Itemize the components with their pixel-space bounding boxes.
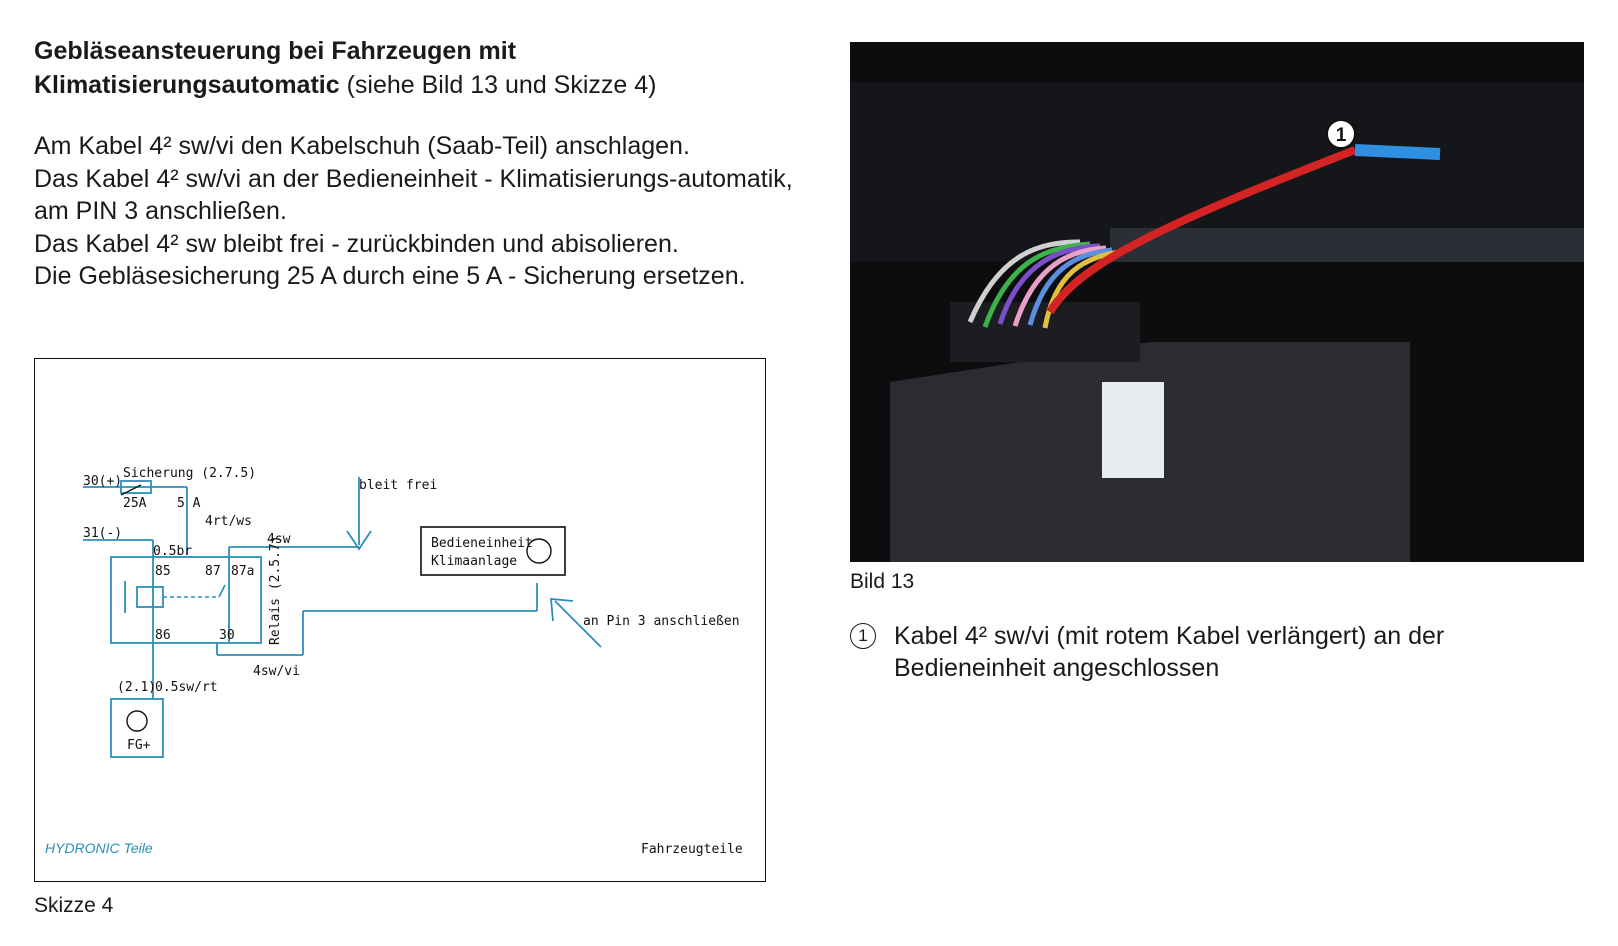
wiring-diagram-svg: 30(+) Sicherung (2.7.5) 25A 5 A 4rt/ws 3… <box>45 466 743 857</box>
label-pin-85: 85 <box>155 564 171 579</box>
instruction-line: Am Kabel 4² sw/vi den Kabelschuh (Saab-T… <box>34 132 690 160</box>
wiring-diagram: 30(+) Sicherung (2.7.5) 25A 5 A 4rt/ws 3… <box>34 358 766 882</box>
label-pin-87: 87 <box>205 564 221 579</box>
photo-caption: Bild 13 <box>850 570 915 593</box>
label-31-minus: 31(-) <box>83 526 122 541</box>
instruction-text: Am Kabel 4² sw/vi den Kabelschuh (Saab-T… <box>34 130 794 293</box>
label-30-plus: 30(+) <box>83 474 122 489</box>
label-fahrzeugteile: Fahrzeugteile <box>641 842 743 857</box>
relay-box <box>110 556 262 644</box>
photo-marker-circle <box>1326 119 1356 149</box>
label-wire-br: 0.5br <box>153 544 192 559</box>
section-heading-reference: (siehe Bild 13 und Skizze 4) <box>339 71 657 99</box>
label-unit-line2: Klimaanlage <box>431 554 517 569</box>
instruction-line: Das Kabel 4² sw/vi an der Bedieneinheit … <box>34 164 793 226</box>
photo-red-wire <box>1046 146 1357 315</box>
arrow-pin3-head <box>550 598 574 622</box>
relay-coil <box>136 586 164 608</box>
label-relay: Relais (2.5.7) <box>268 535 283 645</box>
fg-transistor-icon <box>126 710 148 732</box>
label-unit-line1: Bedieneinheit <box>431 536 533 551</box>
photo-illustration: 1 <box>850 42 1584 562</box>
climate-unit-box <box>420 526 566 576</box>
label-fg: FG+ <box>127 738 151 753</box>
label-fuse-new: 5 A <box>177 496 201 511</box>
legend-text: Kabel 4² sw/vi (mit rotem Kabel verlänge… <box>894 622 1445 682</box>
climate-unit-transistor-icon <box>526 538 552 564</box>
label-pin-30: 30 <box>219 628 235 643</box>
photo-label-sticker <box>1102 382 1164 478</box>
label-hydronic: HYDRONIC Teile <box>45 840 153 856</box>
legend-number: 1 <box>850 623 876 649</box>
fuse-symbol <box>120 480 152 494</box>
instruction-line: Das Kabel 4² sw bleibt frei - zurückbind… <box>34 229 679 258</box>
photo-bild-13: 1 <box>850 42 1584 562</box>
fuse-strike <box>120 484 142 496</box>
section-heading-bold: Gebläseansteuerung bei Fahrzeugen mit Kl… <box>34 37 517 99</box>
sketch-caption: Skizze 4 <box>34 894 114 917</box>
arrow-bleibt-frei-head <box>346 530 372 551</box>
label-ref-21: (2.1) <box>117 680 156 695</box>
label-wire-4sw: 4sw <box>267 532 291 547</box>
section-heading: Gebläseansteuerung bei Fahrzeugen mit Kl… <box>34 34 774 102</box>
arrow-pin3 <box>554 600 602 648</box>
photo-blue-sleeve <box>1354 144 1441 160</box>
label-wire-swrt: 0.5sw/rt <box>155 680 218 695</box>
label-wire-rtws: 4rt/ws <box>205 514 252 529</box>
label-fuse: Sicherung (2.7.5) <box>123 466 256 481</box>
label-pin-86: 86 <box>155 628 171 643</box>
instruction-line: Die Gebläsesicherung 25 A durch eine 5 A… <box>34 262 746 290</box>
photo-connector <box>950 302 1140 362</box>
photo-marker-number: 1 <box>1336 125 1347 146</box>
label-bleibt-frei: bleit frei <box>359 478 437 493</box>
label-wire-swvi: 4sw/vi <box>253 664 300 679</box>
photo-rail <box>1110 228 1584 262</box>
fg-box <box>110 698 164 758</box>
relay-contact <box>218 584 226 598</box>
label-pin3: an Pin 3 anschließen <box>583 614 740 629</box>
label-pin-87a: 87a <box>231 564 254 579</box>
label-fuse-old: 25A <box>123 496 147 511</box>
